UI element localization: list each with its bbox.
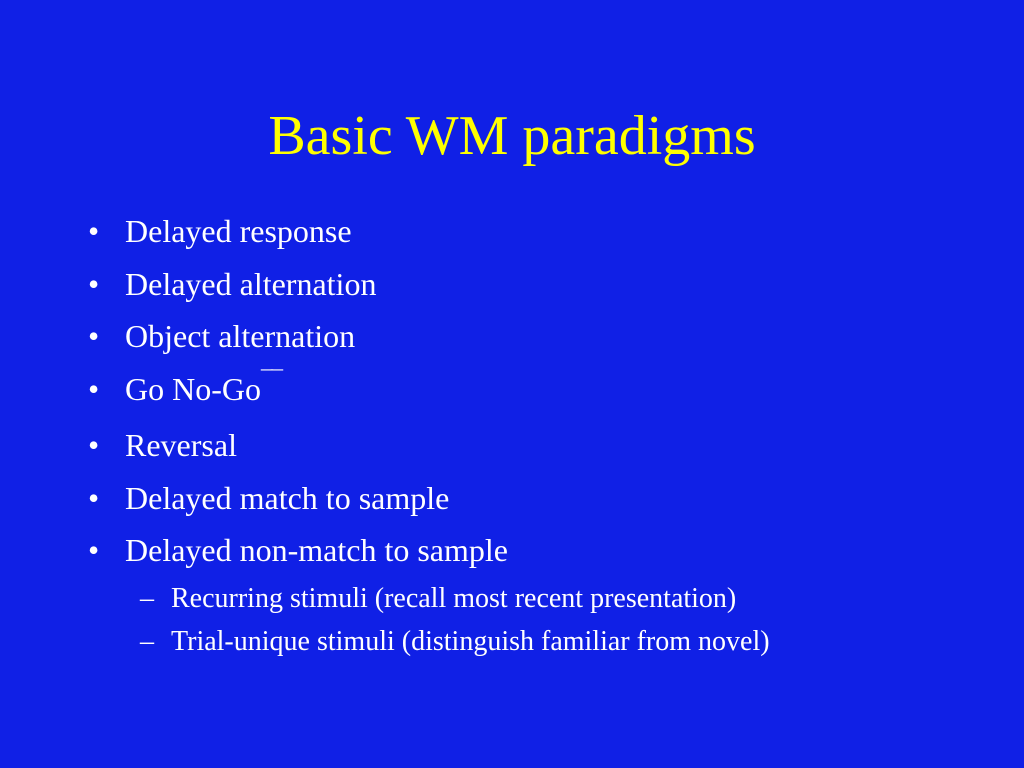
bullet-item-delayed-non-match: • Delayed non-match to sample (88, 524, 770, 577)
sub-bullet-list: – Recurring stimuli (recall most recent … (88, 577, 770, 663)
sub-bullet-text: Recurring stimuli (recall most recent pr… (171, 582, 737, 614)
bullet-dot-icon: • (88, 427, 100, 463)
bullet-item-object-alternation: • Object alternation (88, 310, 770, 363)
bullet-dot-icon: • (88, 265, 100, 302)
bullet-text: Go No-Go (125, 370, 261, 407)
bullet-text: Delayed response (125, 213, 352, 249)
bullet-item-delayed-alternation: • Delayed alternation (88, 258, 770, 311)
slide-title: Basic WM paradigms (268, 105, 756, 167)
bullet-dot-icon: • (88, 479, 100, 516)
bullet-dot-icon: • (88, 532, 100, 568)
sub-bullet-item-recurring: – Recurring stimuli (recall most recent … (88, 577, 770, 620)
sub-bullet-text: Trial-unique stimuli (distinguish famili… (171, 625, 770, 657)
bullet-text: Delayed alternation (125, 265, 377, 302)
dash-icon: – (140, 625, 154, 657)
bullet-item-delayed-match: • Delayed match to sample (88, 472, 770, 525)
bullet-dot-icon: • (88, 370, 100, 407)
bullet-item-go-no-go: • Go No-Go¯¯ (88, 363, 770, 420)
sub-bullet-item-trial-unique: – Trial-unique stimuli (distinguish fami… (88, 620, 770, 663)
bullet-text: Reversal (125, 427, 237, 463)
bullet-text: Delayed match to sample (125, 479, 450, 516)
bullet-dot-icon: • (88, 213, 100, 249)
bullet-dot-icon: • (88, 318, 100, 354)
bullet-list: • Delayed response • Delayed alternation… (88, 205, 770, 663)
sub-bullet-container: – Recurring stimuli (recall most recent … (88, 577, 770, 663)
dash-icon: – (140, 582, 154, 614)
bullet-text: Object alternation (125, 318, 356, 354)
bullet-item-delayed-response: • Delayed response (88, 205, 770, 258)
overline-mark: ¯¯ (260, 367, 283, 394)
bullet-text: Delayed non-match to sample (125, 532, 508, 568)
bullet-item-reversal: • Reversal (88, 419, 770, 472)
